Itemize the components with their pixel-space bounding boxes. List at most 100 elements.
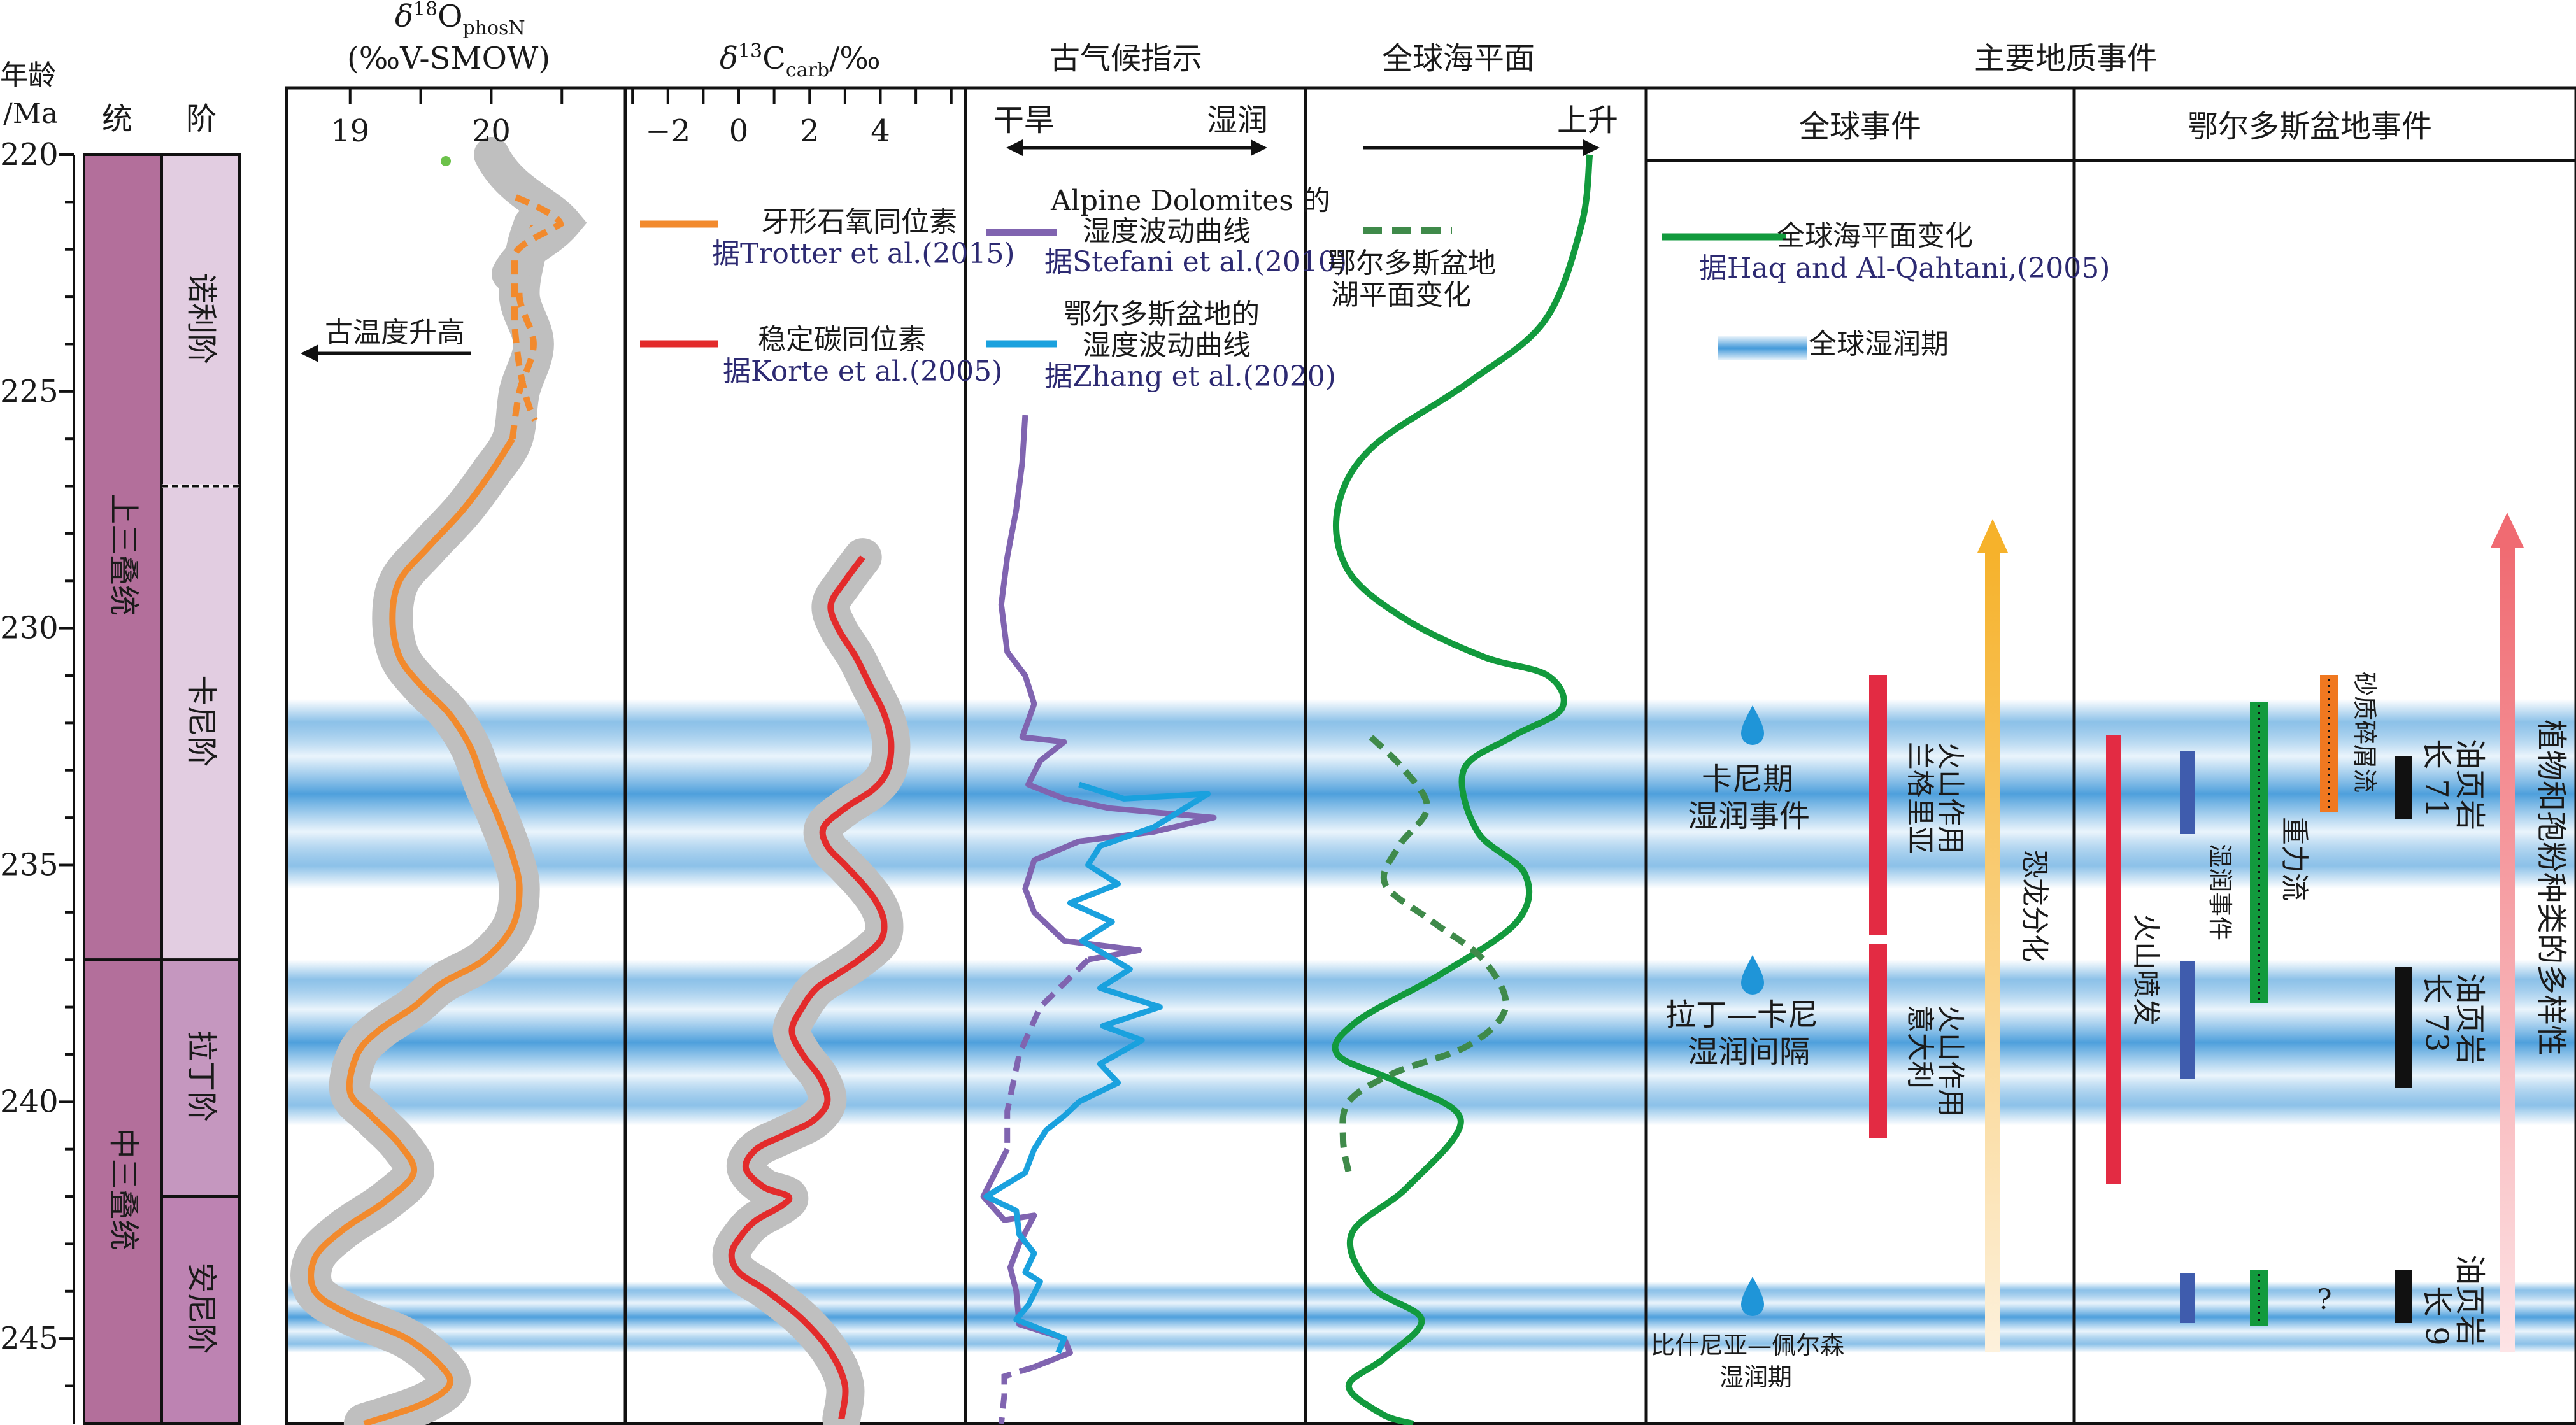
oil-shale-bar-c73 — [2395, 967, 2412, 1088]
oxygen-title-line2: (‰V-SMOW) — [347, 41, 550, 76]
series-block — [83, 958, 163, 1425]
age-tick-label: 230 — [0, 611, 59, 646]
oxygen-curve — [308, 437, 523, 1425]
dinosaur-arrow-head — [1977, 519, 2008, 553]
legend-oxygen-ref: 据Trotter et al.(2015) — [712, 238, 1015, 270]
age-tick-label: 240 — [0, 1084, 59, 1119]
oxygen-title-sub: phosN — [462, 17, 525, 39]
events-global-header: 全球事件 — [1799, 109, 1921, 145]
legend-alpine-l2: 湿度波动曲线 — [1083, 215, 1251, 248]
legend-oxygen-label: 牙形石氧同位素 — [761, 206, 957, 238]
curves-layer — [290, 137, 1593, 1425]
carnian-event-l1: 卡尼期 — [1702, 762, 1793, 797]
sealevel-panel-header: 全球海平面 上升 鄂尔多斯盆地 湖平面变化 — [1328, 41, 1618, 311]
stage-label: 拉丁阶 — [183, 1030, 219, 1122]
dinosaur-label: 恐龙分化 — [2018, 850, 2051, 962]
climate-wet-label: 湿润 — [1207, 103, 1268, 138]
legend-humid-swatch — [1718, 336, 1807, 360]
oxygen-title-delta: δ — [395, 0, 413, 34]
events-panel: 主要地质事件 全球事件 鄂尔多斯盆地事件 全球海平面变化 据Haq and Al… — [1651, 41, 2569, 1391]
panel-frames — [285, 86, 2576, 1425]
legend-humid-label: 全球湿润期 — [1809, 328, 1949, 360]
stage-label: 安尼阶 — [183, 1263, 219, 1354]
carbon-title-sup: 13 — [738, 40, 762, 62]
x-tick-label: 2 — [800, 113, 820, 149]
humid-bands — [287, 699, 2576, 1353]
carbon-title: δ13Ccarb/‰ — [720, 40, 881, 82]
sealevel-rise-label: 上升 — [1557, 103, 1618, 138]
x-tick-label: −2 — [645, 113, 690, 149]
series-header: 统 — [102, 101, 132, 137]
events-ordos-header: 鄂尔多斯盆地事件 — [2188, 109, 2432, 145]
ordos-volcano-label: 火山喷发 — [2130, 914, 2162, 1026]
legend-alpine-ref: 据Stefani et al.(2010) — [1044, 246, 1347, 278]
oxygen-envelope-top — [474, 137, 587, 292]
legend-sealevel-ref: 据Haq and Al-Qahtani,(2005) — [1699, 252, 2110, 285]
gravity-flow-bar — [2250, 1270, 2268, 1326]
temperature-arrow: 古温度升高 — [301, 316, 471, 362]
carbon-title-sub: carb — [786, 59, 829, 82]
climate-arrow-right — [1251, 139, 1267, 156]
italy-l2: 火山作用 — [1934, 1005, 1967, 1117]
wrangellia-l2: 火山作用 — [1934, 742, 1967, 854]
humid-band — [287, 960, 2576, 1126]
x-tick-label: 4 — [871, 113, 890, 149]
legend-ordos-l1: 鄂尔多斯盆地的 — [1064, 298, 1260, 330]
oxygen-title-sup: 18 — [413, 0, 438, 20]
c73-l2: 油页岩 — [2452, 973, 2487, 1065]
c71-l2: 油页岩 — [2452, 739, 2487, 830]
stage-label: 诺利阶 — [183, 273, 219, 364]
plant-diversity-arrow-head — [2491, 513, 2524, 548]
age-tick-label: 225 — [0, 374, 59, 409]
dinosaur-arrow-shaft — [1985, 553, 2000, 1352]
legend-carbon-ref: 据Korte et al.(2005) — [723, 355, 1002, 388]
anisian-event-l1: 比什尼亚—佩尔森 — [1651, 1331, 1844, 1359]
oxygen-curve-dashed-top — [511, 194, 564, 422]
x-tick-label: 19 — [331, 113, 369, 149]
carbon-title-delta: δ — [720, 41, 738, 76]
stratigraphic-column: 上三叠统中三叠统诺利阶卡尼阶拉丁阶安尼阶统阶 — [83, 101, 241, 1425]
ordos-humid-label: 湿润事件 — [2206, 844, 2234, 940]
sand-debris-label: 砂质碎屑流 — [2351, 672, 2379, 793]
humid-band — [287, 1281, 2576, 1353]
alpine-humidity-curve-dashed-lower — [998, 1364, 1035, 1424]
legend-alpine-l1: Alpine Dolomites 的 — [1050, 185, 1330, 217]
stage-header: 阶 — [186, 101, 217, 137]
stage-block — [160, 1195, 241, 1425]
c9-l2: 油页岩 — [2452, 1254, 2487, 1346]
sealevel-title: 全球海平面 — [1382, 41, 1535, 76]
age-tick-label: 220 — [0, 137, 59, 173]
legend-lake-l1: 鄂尔多斯盆地 — [1328, 247, 1496, 280]
global-sealevel-curve — [1332, 154, 1593, 1425]
c71-l1: 长 71 — [2419, 739, 2454, 818]
age-axis-title-1: 年龄 — [0, 59, 56, 92]
panels-outer-frame — [285, 86, 2576, 1425]
oxygen-title-line1: δ18OphosN — [395, 0, 525, 39]
series-block — [83, 153, 163, 961]
carnian-event-l2: 湿润事件 — [1688, 798, 1810, 834]
legend-carbon-label: 稳定碳同位素 — [758, 323, 926, 356]
ladinian-carnian-l2: 湿润间隔 — [1688, 1034, 1810, 1070]
italy-volcanism-bar — [1869, 944, 1887, 1138]
water-drop-icon — [1741, 1277, 1764, 1316]
c9-l1: 长 9 — [2419, 1286, 2454, 1346]
ordos-volcano-bar — [2106, 735, 2121, 1184]
alpine-humidity-curve — [998, 415, 1217, 963]
carbon-title-unit: /‰ — [829, 41, 881, 76]
ordos-humid-bar — [2180, 1273, 2195, 1323]
climate-panel-header: 古气候指示 干旱 湿润 Alpine Dolomites 的 湿度波动曲线 据S… — [986, 41, 1347, 393]
oil-shale-bar-c9 — [2395, 1270, 2412, 1323]
legend-lake-l2: 湖平面变化 — [1331, 279, 1471, 311]
question-mark: ? — [2317, 1284, 2332, 1316]
wrangellia-l1: 兰格里亚 — [1904, 742, 1936, 854]
water-drop-icon — [1741, 705, 1764, 745]
legend-sealevel-label: 全球海平面变化 — [1777, 220, 1973, 252]
oxygen-point-marker — [441, 156, 451, 166]
stage-label: 卡尼阶 — [183, 675, 219, 767]
